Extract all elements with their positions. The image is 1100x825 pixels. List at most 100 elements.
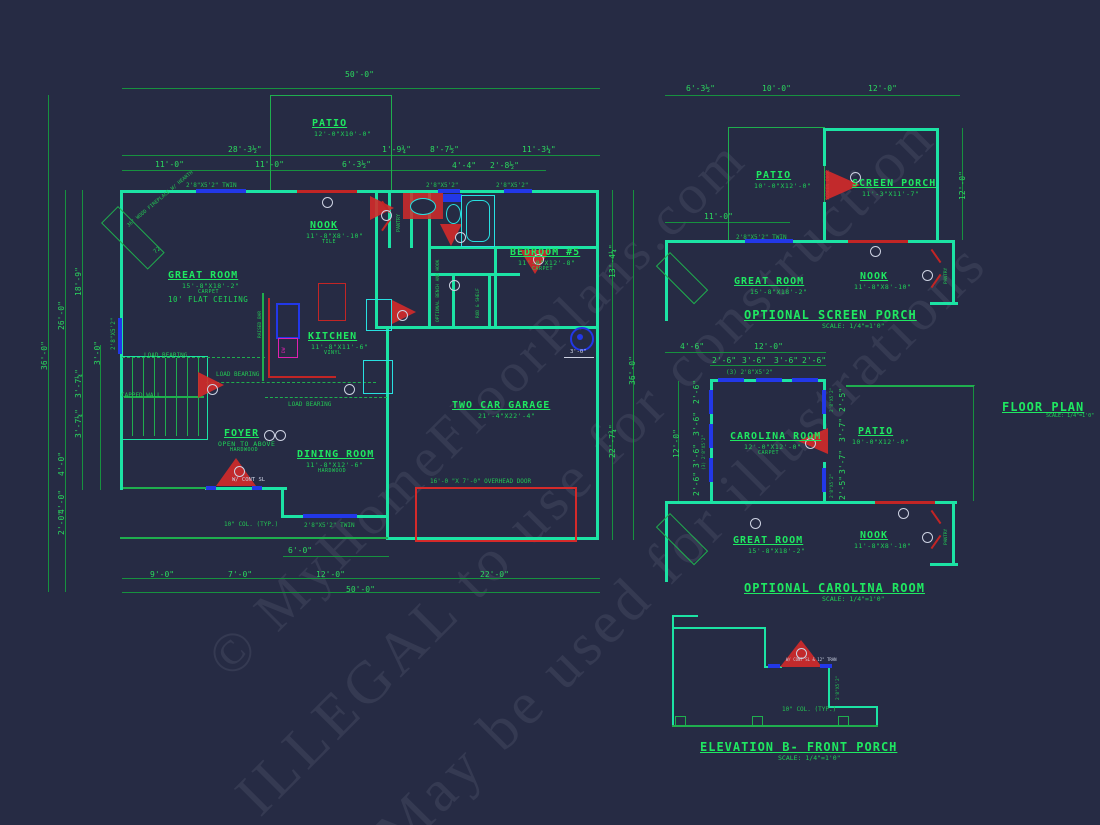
- fireplace: [101, 206, 165, 270]
- dim-line: [633, 190, 634, 540]
- wall: [386, 328, 389, 540]
- door-tag: [805, 438, 816, 449]
- window-label: (3) 2'8"X5'2": [726, 369, 773, 376]
- door-tag: [397, 310, 408, 321]
- room-label: SCREEN PORCH: [852, 178, 937, 189]
- room-label: PATIO: [756, 170, 792, 181]
- column-base: [752, 716, 763, 727]
- elevation-line: [828, 706, 878, 708]
- patio-line: [846, 385, 974, 387]
- door: [297, 190, 357, 193]
- dim: 3'-6": [692, 411, 701, 436]
- drawing-scale: SCALE: 1/4"=1'0": [822, 322, 885, 330]
- door-tag: [455, 232, 466, 243]
- window-label: 2'8"X5'2" TWIN: [736, 234, 787, 241]
- dim: 18'-9": [74, 267, 83, 296]
- room-size: 11'-8"X12'-6": [306, 461, 364, 469]
- dim: 3'-7¼": [74, 409, 83, 438]
- room-label: PATIO: [312, 118, 348, 129]
- dim-line: [122, 170, 546, 171]
- dim-line-white: [564, 357, 594, 358]
- room-size: 11'-8"X8'-10": [306, 232, 364, 240]
- room-label: KITCHEN: [308, 331, 358, 342]
- door-tag: [850, 172, 861, 183]
- fireplace: [655, 252, 709, 305]
- note: PANTRY: [944, 528, 949, 545]
- dim-line: [612, 190, 613, 540]
- dim: 11'-0": [155, 160, 184, 169]
- refrigerator: [363, 360, 393, 394]
- room-finish: TILE: [322, 239, 337, 245]
- wall: [936, 128, 939, 240]
- door-tag: [322, 197, 333, 208]
- fan-center: [577, 334, 583, 340]
- patio-outline: [270, 95, 392, 192]
- dim: 7'-0": [228, 570, 253, 579]
- dim: 22'-7¾": [608, 424, 617, 458]
- wall: [665, 504, 668, 582]
- room-size: 11'-8"X8'-10": [854, 542, 912, 550]
- window-label: 2'8"X5'2": [830, 387, 835, 412]
- dim-line: [678, 381, 679, 501]
- room-finish: VINYL: [324, 350, 342, 356]
- dim: 3'-0": [570, 349, 587, 355]
- window: [438, 189, 460, 193]
- dim: 12'-0": [754, 342, 783, 351]
- bathtub: [461, 195, 495, 247]
- door-note: W/ CONT SL & 12" TRAN: [786, 657, 837, 662]
- dim: 22'-0": [480, 570, 509, 579]
- load-bearing-line: [122, 357, 265, 358]
- dim: 3'-0": [93, 340, 102, 365]
- drawing-scale: SCALE: 1/4"=1'0": [778, 754, 841, 762]
- room-size: 12'-0"X10'-0": [314, 130, 372, 138]
- room-label: GREAT ROOM: [734, 276, 805, 287]
- toilet-tank: [443, 194, 462, 202]
- dim-line: [100, 345, 101, 490]
- drawing-title: OPTIONAL SCREEN PORCH: [744, 308, 917, 322]
- dim: 12'-0": [868, 84, 897, 93]
- wall: [823, 128, 826, 166]
- drawing-title: ELEVATION B- FRONT PORCH: [700, 740, 898, 754]
- wall: [410, 190, 413, 248]
- fireplace-label: 36" WOOD FIREPLACE W/ HEARTH: [126, 169, 195, 229]
- room-size: 11'-0"X12'-8": [518, 259, 576, 267]
- dim: 11'-3¼": [522, 145, 556, 154]
- door-tag: [234, 466, 245, 477]
- dim: 8'-7½": [430, 145, 459, 154]
- door-tag: [275, 430, 286, 441]
- window-sidelight: [206, 486, 216, 490]
- dim: 36'-0": [628, 356, 637, 385]
- window-label: (3) 2'8"X5'2": [702, 434, 707, 470]
- note: W/ CONT SL: [232, 477, 266, 483]
- dim-line: [973, 385, 974, 501]
- elevation-line: [672, 627, 766, 629]
- wall: [428, 246, 598, 249]
- window: [745, 239, 793, 243]
- wall: [494, 246, 497, 329]
- window-label: 2'8"X5'2" TWIN: [186, 182, 237, 189]
- room-size: 15'-8"X18'-2": [748, 547, 806, 555]
- dim: 2'-5": [838, 475, 847, 500]
- window: [303, 514, 357, 518]
- note: LOAD BEARING: [144, 352, 188, 359]
- dim: 9'-0": [150, 570, 175, 579]
- room-label: NOOK: [860, 530, 889, 541]
- door-tag: [344, 384, 355, 395]
- window: [718, 378, 744, 382]
- overhead-door-label: 16'-0 "X 7'-0" OVERHEAD DOOR: [430, 478, 532, 485]
- room-finish: HARDWOOD: [318, 468, 347, 474]
- dim: 2'-6": [692, 471, 701, 496]
- dim: 2'-6": [692, 379, 701, 404]
- door-tag: [922, 270, 933, 281]
- room-size: 21'-4"X22'-4": [478, 412, 536, 420]
- wall: [386, 537, 599, 540]
- dim: 50'-0": [346, 585, 375, 594]
- door-tag: [449, 280, 460, 291]
- window-label: 2'8"X5'2" TWIN: [304, 522, 355, 529]
- window-label: 2'8"X5'2": [836, 675, 841, 700]
- dim: 28'-3½": [228, 145, 262, 154]
- dim: 2'-5": [838, 387, 847, 412]
- door-tag: [870, 246, 881, 257]
- window-sidelight: [252, 486, 262, 490]
- screen-door-label: SCREEN DOOR: [826, 170, 831, 200]
